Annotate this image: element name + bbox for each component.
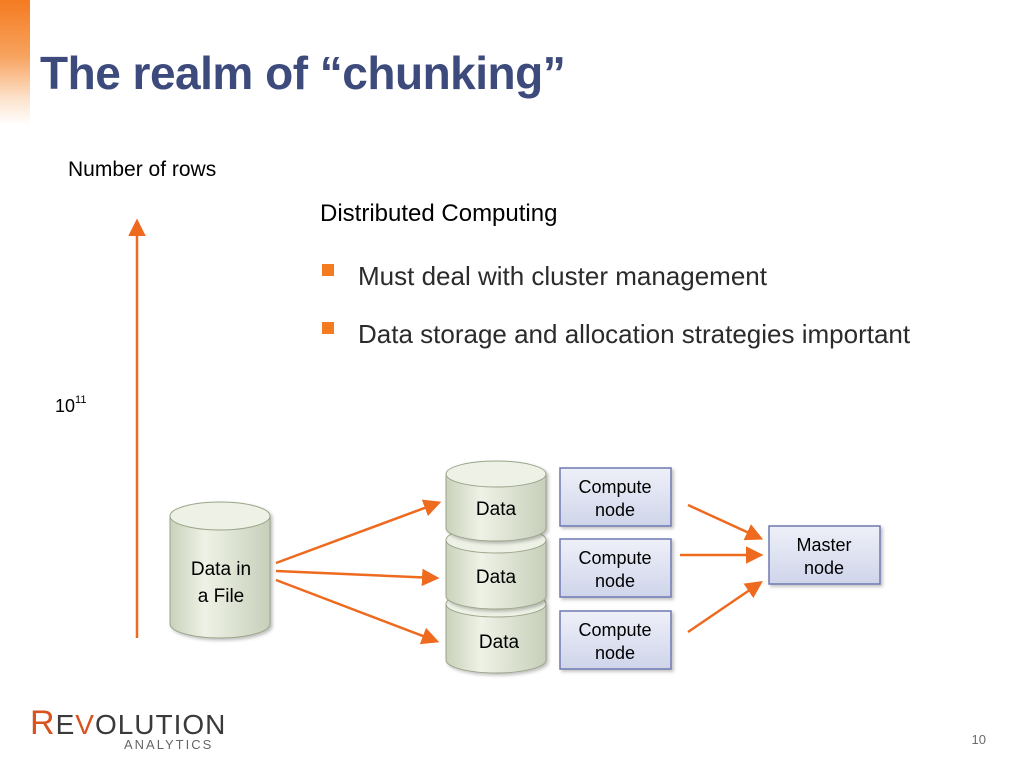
logo-wordmark: REVOLUTION [30, 704, 227, 742]
reduce-arrow [687, 503, 764, 541]
data-chunk-label: Data [476, 567, 517, 588]
compute-node-box [559, 538, 672, 598]
compute-node-label-line1: Compute [578, 548, 651, 568]
data-chunk-label: Data [476, 499, 517, 520]
slide-title: The realm of “chunking” [40, 47, 566, 99]
bullet-square-icon [322, 264, 334, 276]
split-arrow [275, 568, 440, 587]
data-chunk-label: Data [479, 632, 520, 653]
data-chunk-cylinder [445, 460, 547, 542]
compute-node-box [559, 610, 672, 670]
bullet-list: Must deal with cluster management Data s… [322, 252, 922, 368]
data-file-label-line1: Data in [191, 559, 251, 580]
compute-node-box [559, 467, 672, 527]
compute-node-label-line2: node [595, 571, 635, 591]
bullet-square-icon [322, 322, 334, 334]
reduce-arrow [687, 581, 763, 634]
bullet-item: Data storage and allocation strategies i… [322, 310, 922, 358]
master-node-box [768, 525, 881, 585]
bullet-text: Data storage and allocation strategies i… [358, 319, 911, 349]
axis-label: Number of rows [68, 158, 217, 181]
compute-node-label-line2: node [595, 643, 635, 663]
row-count-label: 1011 [55, 394, 87, 417]
master-node-label-line1: Master [796, 535, 851, 555]
split-arrow [275, 499, 442, 565]
split-arrow [275, 578, 440, 645]
title-accent-bar [0, 0, 30, 125]
page-number: 10 [971, 732, 986, 747]
revolution-analytics-logo: REVOLUTION ANALYTICS [30, 704, 230, 752]
master-node-label-line2: node [804, 558, 844, 578]
data-file-label-line2: a File [198, 586, 244, 607]
logo-tagline: ANALYTICS [124, 737, 214, 752]
compute-node-label-line2: node [595, 500, 635, 520]
data-file-cylinder [169, 501, 271, 639]
bullet-item: Must deal with cluster management [322, 252, 922, 300]
row-count-exponent: 11 [75, 394, 87, 406]
compute-node-label-line1: Compute [578, 620, 651, 640]
bullet-text: Must deal with cluster management [358, 261, 767, 291]
panel-heading: Distributed Computing [320, 200, 558, 227]
compute-node-label-line1: Compute [578, 477, 651, 497]
row-count-base: 10 [55, 396, 76, 416]
